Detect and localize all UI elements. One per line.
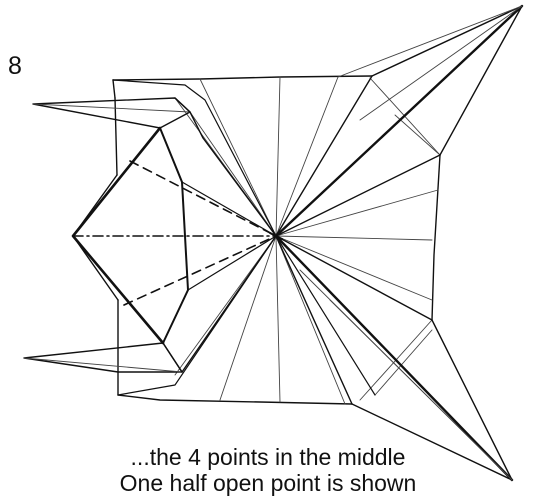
point-flap-edge bbox=[163, 236, 276, 372]
crease-line bbox=[276, 236, 345, 404]
right-edge bbox=[432, 155, 440, 320]
crease-line bbox=[276, 77, 280, 236]
left-edge-mid bbox=[115, 98, 117, 175]
crease-line bbox=[200, 79, 276, 236]
crease-line bbox=[276, 236, 432, 300]
point-outline bbox=[24, 343, 182, 372]
crease-line bbox=[220, 236, 276, 400]
bottom-edge bbox=[118, 395, 352, 404]
point-crease bbox=[360, 6, 522, 120]
half-open-crease bbox=[188, 236, 276, 290]
caption-line-2: One half open point is shown bbox=[0, 472, 536, 495]
point-edge bbox=[276, 236, 352, 404]
valley-folds bbox=[124, 161, 276, 305]
valley-fold-upper bbox=[130, 161, 276, 236]
crease-line bbox=[190, 112, 276, 236]
top-edge bbox=[113, 76, 372, 80]
crease-line bbox=[276, 236, 280, 402]
point-edge bbox=[276, 236, 375, 395]
half-open-edge bbox=[73, 236, 118, 300]
crease-line bbox=[375, 330, 432, 395]
radial-creases bbox=[175, 77, 440, 404]
crease-line bbox=[395, 115, 440, 155]
point-outline bbox=[33, 98, 190, 128]
half-open-edge bbox=[73, 175, 117, 236]
crease-line bbox=[276, 236, 432, 240]
left-edge-upper bbox=[113, 80, 115, 98]
point-flap-edge bbox=[118, 236, 276, 395]
point-crease bbox=[338, 6, 522, 77]
diagram-page: 8 bbox=[0, 0, 536, 485]
crease-line bbox=[276, 77, 338, 236]
origami-diagram bbox=[0, 0, 536, 485]
top-left-point bbox=[33, 80, 276, 236]
point-edge bbox=[276, 236, 432, 320]
caption-line-1: ...the 4 points in the middle bbox=[0, 446, 536, 469]
